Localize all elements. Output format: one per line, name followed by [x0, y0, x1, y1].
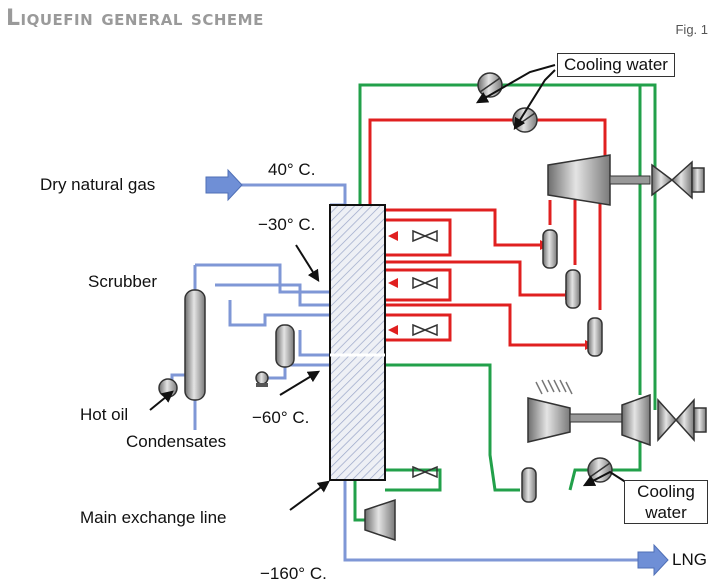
- scrubber-vessel: [184, 289, 206, 401]
- expander: [364, 498, 396, 542]
- return-line-1: [215, 283, 330, 307]
- red-valves: [412, 229, 438, 337]
- diagram-title: Liquefin general scheme: [6, 6, 264, 31]
- lng-label: LNG: [672, 550, 707, 569]
- feed-arrow: [205, 168, 243, 202]
- lng-line: [343, 480, 640, 562]
- temp-40-label: 40° C.: [268, 160, 316, 179]
- cooling-water-bottom-line1: Cooling: [637, 482, 695, 501]
- green-valve: [412, 465, 438, 479]
- figure-label: Fig. 1: [675, 22, 708, 37]
- bottom-compressor-train: [527, 379, 707, 447]
- cooling-water-bottom-line2: water: [645, 503, 687, 522]
- temp-minus30-label: −30° C.: [258, 215, 316, 234]
- temp-minus160-label: −160° C.: [260, 564, 327, 583]
- hot-refrigerant-streams: [368, 118, 607, 347]
- temp-minus60-label: −60° C.: [252, 408, 310, 427]
- top-compressor: [547, 154, 705, 206]
- separator-drum: [275, 324, 295, 368]
- drum-line: [298, 330, 330, 357]
- condensates-label: Condensates: [126, 432, 227, 451]
- dry-gas-feed-line: [240, 183, 347, 207]
- refrigerant-drums: [521, 229, 603, 503]
- pump-line: [262, 363, 330, 380]
- return-line-2: [228, 300, 330, 327]
- scrubber-label: Scrubber: [88, 272, 157, 291]
- scrubber-overhead-line: [193, 263, 330, 294]
- main-exchange-line-unit: [329, 204, 386, 481]
- main-exchange-line-label: Main exchange line: [80, 508, 227, 527]
- cold-refrigerant-streams: [353, 83, 657, 522]
- gas-streams: [170, 183, 640, 562]
- cooling-water-top-label: Cooling water: [557, 53, 675, 77]
- dry-natural-gas-label: Dry natural gas: [40, 175, 156, 194]
- lng-arrow: [637, 543, 669, 577]
- hot-oil-label: Hot oil: [80, 405, 129, 424]
- pump: [255, 371, 269, 387]
- cooling-water-bottom-label: Cooling water: [624, 480, 708, 524]
